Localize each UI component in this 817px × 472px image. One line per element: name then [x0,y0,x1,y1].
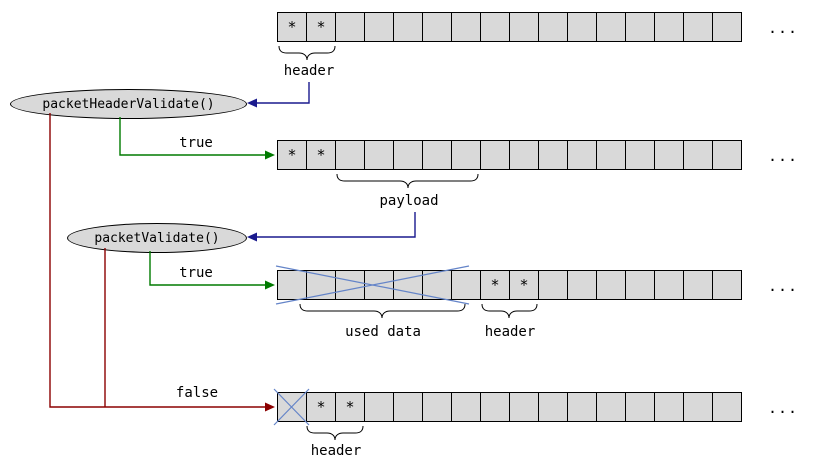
ellipsis-1: ... [768,19,799,37]
buffer-cell [393,392,423,422]
buffer-cell [364,12,394,42]
arrowhead-false [265,402,275,412]
arrow-payload-to-packet-validate [257,212,416,238]
buffer-cell [451,392,481,422]
buffer-cell [277,392,307,422]
label-header-row1: header [283,63,335,79]
ellipsis-4: ... [768,399,799,417]
buffer-cell [567,140,597,170]
buffer-row-1: ** [277,12,742,42]
buffer-cell: * [277,140,307,170]
buffer-cell [538,270,568,300]
buffer-cell [654,140,684,170]
buffer-cell: * [306,392,336,422]
buffer-cell [364,392,394,422]
arrowhead-packet-validate [247,232,257,242]
label-used-data: used data [345,324,421,340]
buffer-cell [480,140,510,170]
buffer-cell [683,12,713,42]
buffer-cell [509,140,539,170]
buffer-cell [393,270,423,300]
function-node-packet-header-validate: packetHeaderValidate() [10,89,247,119]
arrowhead-true-packet-validate [265,280,275,290]
buffer-cell [451,140,481,170]
buffer-row-4: ** [277,392,742,422]
buffer-cell [335,12,365,42]
buffer-cell [712,392,742,422]
ellipsis-2: ... [768,147,799,165]
buffer-cell [596,12,626,42]
buffer-cell: * [480,270,510,300]
buffer-cell [625,12,655,42]
label-false: false [175,385,219,401]
buffer-cell [480,392,510,422]
buffer-row-3: ** [277,270,742,300]
buffer-cell [509,392,539,422]
brace-payload [336,173,479,189]
buffer-cell [364,270,394,300]
buffer-cell: * [277,12,307,42]
buffer-cell [596,140,626,170]
arrowhead-header-validate [247,98,257,108]
buffer-cell [596,392,626,422]
buffer-cell [625,392,655,422]
buffer-cell [422,140,452,170]
arrow-false-header-validate [49,113,265,408]
buffer-cell: * [306,140,336,170]
buffer-cell [422,270,452,300]
buffer-cell [654,270,684,300]
buffer-cell [654,12,684,42]
buffer-cell [625,140,655,170]
buffer-cell: * [335,392,365,422]
buffer-cell [567,392,597,422]
buffer-cell [625,270,655,300]
buffer-cell [712,270,742,300]
buffer-cell [335,140,365,170]
brace-used-data [299,303,466,319]
buffer-cell [451,12,481,42]
ellipsis-3: ... [768,277,799,295]
buffer-cell [335,270,365,300]
brace-header-row3 [481,303,538,319]
buffer-cell [712,12,742,42]
buffer-cell [683,140,713,170]
buffer-cell [422,392,452,422]
label-header-row3: header [484,324,536,340]
buffer-cell [364,140,394,170]
buffer-cell [393,12,423,42]
buffer-cell [683,392,713,422]
buffer-cell [451,270,481,300]
function-label: packetHeaderValidate() [42,96,215,112]
brace-header-row1 [278,45,336,61]
brace-header-row4 [306,425,364,441]
label-payload: payload [379,193,439,209]
buffer-cell [538,392,568,422]
buffer-cell [654,392,684,422]
buffer-cell: * [509,270,539,300]
arrow-header-to-header-validate [257,82,310,104]
buffer-cell [480,12,510,42]
buffer-cell [683,270,713,300]
buffer-cell [306,270,336,300]
buffer-cell: * [306,12,336,42]
label-header-row4: header [310,443,362,459]
arrowhead-true-header-validate [265,150,275,160]
buffer-row-2: ** [277,140,742,170]
buffer-cell [712,140,742,170]
buffer-cell [509,12,539,42]
buffer-cell [538,12,568,42]
buffer-cell [596,270,626,300]
buffer-cell [538,140,568,170]
buffer-cell [567,270,597,300]
buffer-cell [422,12,452,42]
label-true-packet-validate: true [179,265,213,281]
label-true-header-validate: true [179,135,213,151]
buffer-cell [277,270,307,300]
buffer-cell [567,12,597,42]
function-node-packet-validate: packetValidate() [67,223,247,253]
buffer-cell [393,140,423,170]
function-label: packetValidate() [94,230,220,246]
